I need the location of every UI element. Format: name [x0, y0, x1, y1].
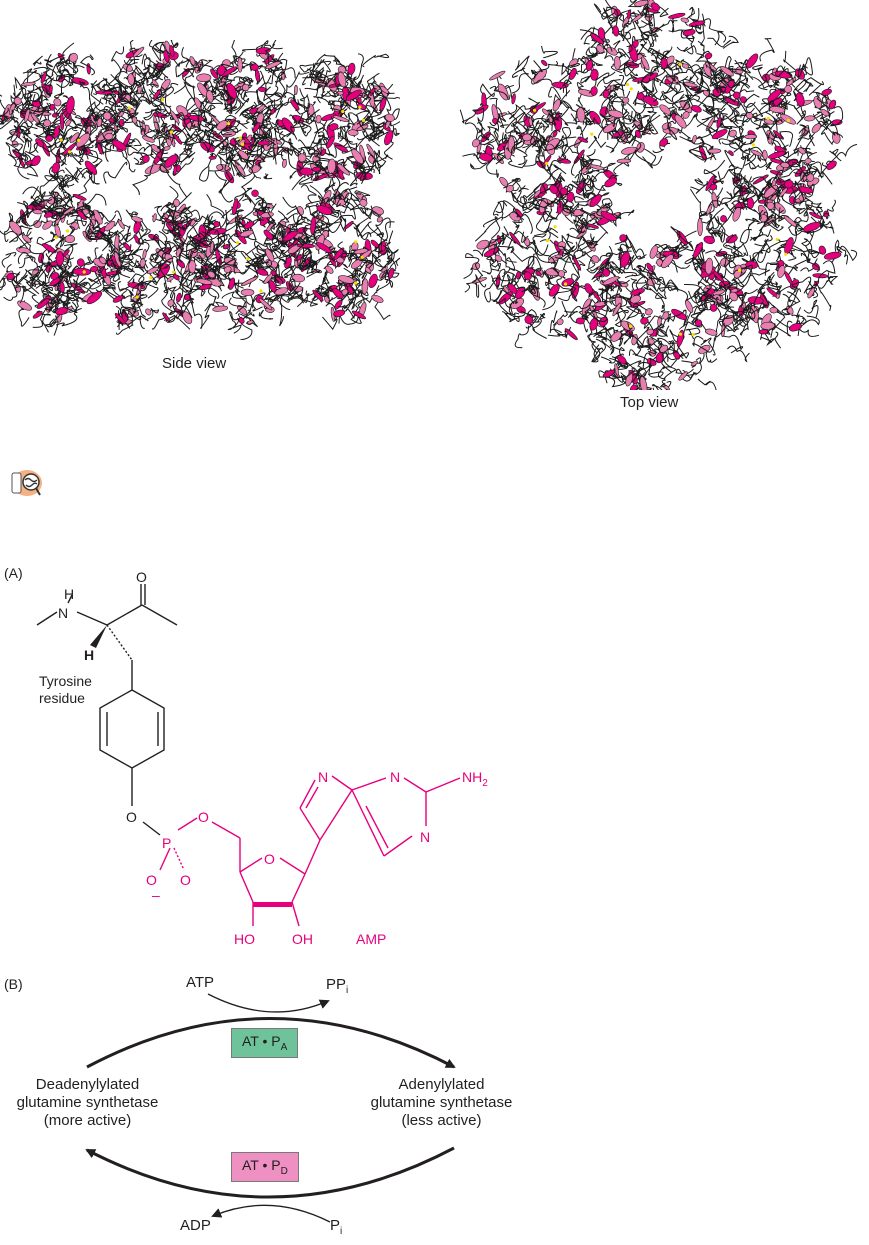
side-view-caption: Side view	[162, 355, 226, 372]
ribbon-subunit	[276, 173, 400, 329]
base-nitrogen-3-label: N	[420, 829, 430, 845]
ribbon-subunit	[88, 186, 230, 334]
ribose-3-hydroxyl-label: OH	[292, 931, 313, 947]
pi-subscript: i	[340, 1226, 342, 1237]
ribbon-subunit	[0, 43, 133, 200]
at-pd-box: AT • PD	[231, 1152, 299, 1182]
phosphoryl-oxygen-label: O	[180, 872, 191, 888]
ppi-main: PP	[326, 976, 346, 993]
alpha-hydrogen-label: H	[84, 647, 94, 663]
deadenylylated-line-3: (more active)	[0, 1112, 175, 1130]
top-view-caption: Top view	[620, 394, 678, 411]
amide-nitrogen-label: N	[58, 605, 68, 621]
adenylylated-tyrosine-structure: O H N H O P O O – O O N N N NH2 HO OH AM…	[0, 555, 560, 955]
amino-group-label: NH2	[462, 769, 488, 789]
anionic-oxygen-label: O	[146, 872, 157, 888]
ribbon-subunit	[0, 167, 123, 335]
adenylylated-line-2: glutamine synthetase	[354, 1094, 529, 1112]
amino-group-main: NH	[462, 769, 482, 785]
amp-label: AMP	[356, 931, 386, 947]
top-view-structure-image	[455, 0, 865, 390]
phenol-oxygen-label: O	[126, 809, 137, 825]
tyrosine-label-line-1: Tyrosine	[39, 673, 92, 690]
deadenylylated-line-1: Deadenylylated	[0, 1076, 175, 1094]
at-pa-main: AT • P	[242, 1033, 281, 1049]
ppi-subscript: i	[346, 985, 348, 996]
pi-main: P	[330, 1217, 340, 1234]
at-pd-main: AT • P	[242, 1157, 281, 1173]
adenylylated-line-1: Adenylylated	[354, 1076, 529, 1094]
pi-label: Pi	[330, 1217, 342, 1237]
ribbon-subunit	[87, 40, 226, 197]
phosphorus-label: P	[162, 835, 171, 851]
ppi-label: PPi	[326, 976, 348, 996]
minus-charge-label: –	[152, 887, 160, 903]
at-pd-subscript: D	[281, 1166, 288, 1177]
bridge-oxygen-label: O	[198, 809, 209, 825]
side-view-structure-image	[0, 40, 400, 340]
deadenylylated-enzyme-label: Deadenylylated glutamine synthetase (mor…	[0, 1076, 175, 1130]
ribose-ring-oxygen-label: O	[264, 851, 275, 867]
atp-label: ATP	[186, 974, 214, 991]
tyrosine-label-line-2: residue	[39, 690, 92, 707]
interactive-structure-icon[interactable]	[9, 465, 47, 501]
at-pa-box: AT • PA	[231, 1028, 298, 1058]
base-nitrogen-1-label: N	[318, 769, 328, 785]
adp-label: ADP	[180, 1217, 211, 1234]
amide-hydrogen-label: H	[64, 586, 74, 602]
ribbon-subunit	[274, 54, 400, 206]
adenylylated-line-3: (less active)	[354, 1112, 529, 1130]
carbonyl-oxygen-label: O	[136, 569, 147, 585]
at-pa-subscript: A	[281, 1042, 288, 1053]
base-nitrogen-2-label: N	[390, 769, 400, 785]
amino-group-subscript: 2	[482, 778, 488, 789]
ribose-2-hydroxyl-label: HO	[234, 931, 255, 947]
tyrosine-residue-label: Tyrosine residue	[39, 673, 92, 707]
adenylylated-enzyme-label: Adenylylated glutamine synthetase (less …	[354, 1076, 529, 1130]
deadenylylated-line-2: glutamine synthetase	[0, 1094, 175, 1112]
